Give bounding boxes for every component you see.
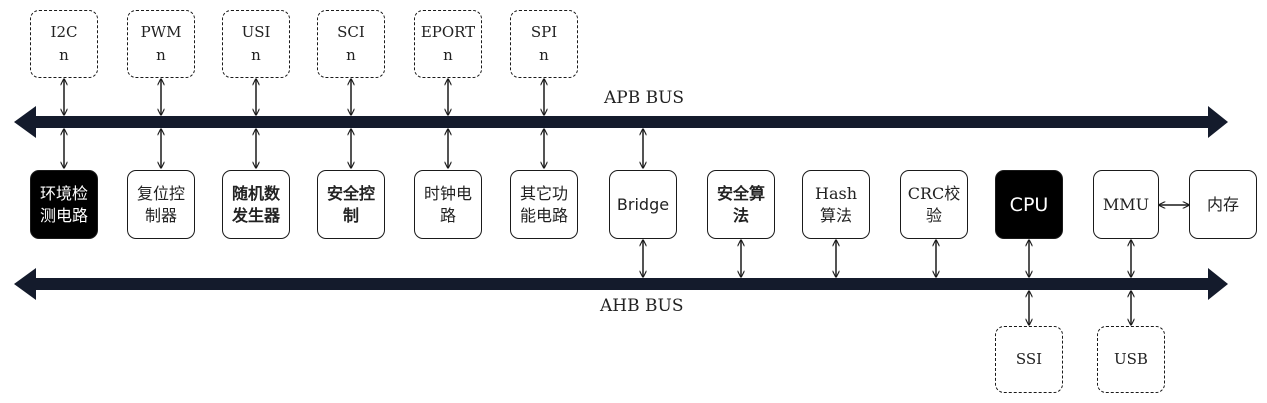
i2c-name: I2C [50, 23, 78, 41]
security-control-module: 安全控制 [317, 170, 385, 239]
pwm-peripheral: PWM n [127, 10, 195, 78]
other-circuits-module: 其它功能电路 [510, 170, 578, 239]
sci-count: n [346, 46, 356, 64]
security-algorithm-module: 安全算法 [707, 170, 775, 239]
apb-bus-arrow [14, 106, 1228, 138]
ahb-bus-label: AHB BUS [600, 296, 684, 316]
i2c-count: n [59, 46, 69, 64]
eport-name: EPORT [420, 23, 476, 41]
rng-module: 随机数发生器 [222, 170, 290, 239]
usi-name: USI [241, 23, 271, 41]
spi-count: n [539, 46, 549, 64]
pwm-name: PWM [140, 23, 182, 41]
apb-bus [14, 106, 1228, 138]
sci-peripheral: SCI n [317, 10, 385, 78]
reset-control-module: 复位控制器 [127, 170, 195, 239]
usi-peripheral: USI n [222, 10, 290, 78]
apb-bus-label: APB BUS [604, 88, 685, 108]
ssi-peripheral: SSI [995, 326, 1063, 393]
spi-peripheral: SPI n [510, 10, 578, 78]
usb-peripheral: USB [1097, 326, 1165, 393]
cpu-module: CPU [995, 170, 1063, 239]
clock-circuit-module: 时钟电路 [414, 170, 482, 239]
ahb-bus [14, 268, 1228, 300]
usi-count: n [251, 46, 261, 64]
sci-name: SCI [337, 23, 365, 41]
mmu-module: MMU [1093, 170, 1159, 239]
hash-algorithm-module: Hash算法 [802, 170, 870, 239]
memory-module: 内存 [1189, 170, 1257, 239]
ahb-bus-arrow [14, 268, 1228, 300]
spi-name: SPI [530, 23, 558, 41]
bridge-module: Bridge [609, 170, 677, 239]
i2c-peripheral: I2C n [30, 10, 98, 78]
crc-check-module: CRC校验 [900, 170, 968, 239]
eport-count: n [443, 46, 453, 64]
eport-peripheral: EPORT n [414, 10, 482, 78]
env-monitor-module: 环境检测电路 [30, 170, 98, 239]
pwm-count: n [156, 46, 166, 64]
